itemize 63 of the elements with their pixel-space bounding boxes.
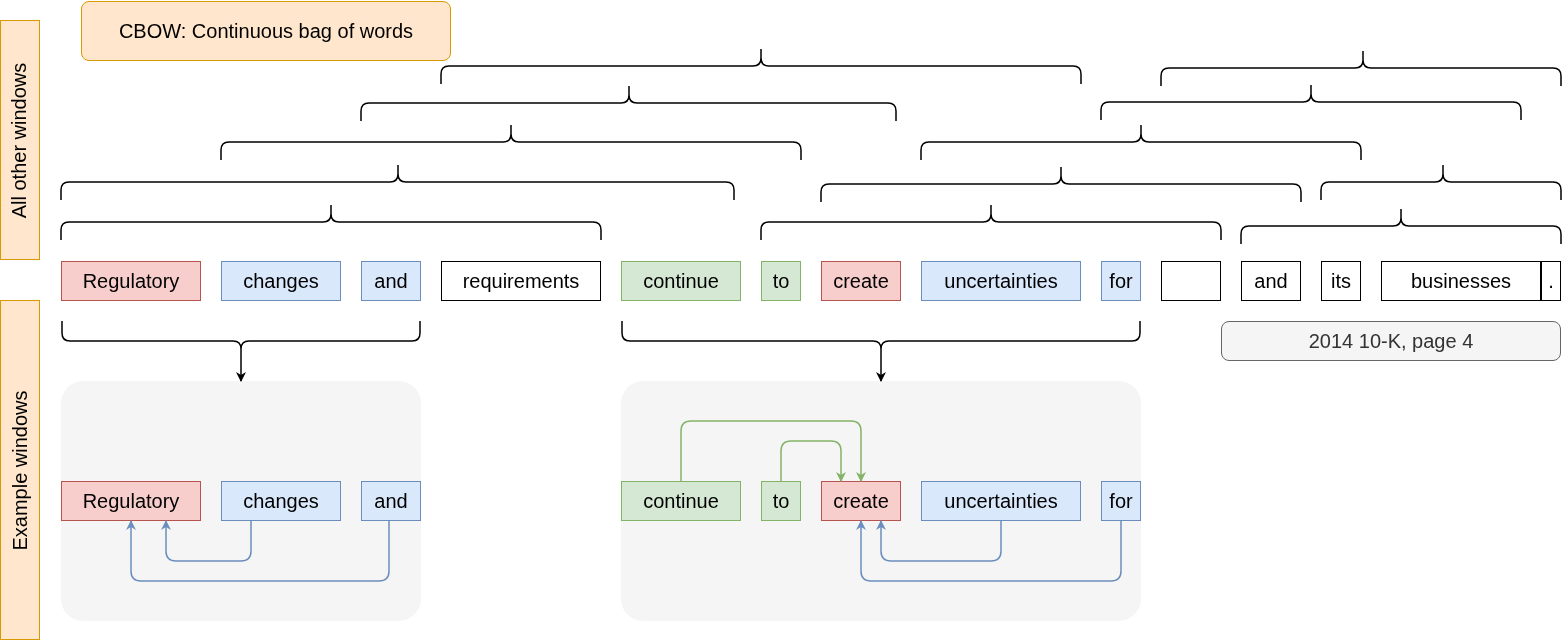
side-band	[0, 20, 40, 260]
word-box	[761, 261, 801, 301]
band-label: Example windows	[8, 389, 32, 551]
word: changes	[243, 269, 319, 293]
word: Regulatory	[82, 269, 180, 293]
arrow	[780, 440, 846, 482]
word: to	[772, 269, 790, 293]
curly-bracket	[61, 321, 421, 349]
word: Regulatory	[82, 489, 180, 513]
window-panel	[61, 381, 421, 621]
side-band	[0, 300, 40, 640]
arrow	[856, 520, 1122, 582]
word-box	[821, 261, 901, 301]
word-box	[1161, 261, 1221, 301]
word: for	[1109, 269, 1133, 293]
word: continue	[643, 269, 719, 293]
word-box	[441, 261, 601, 301]
word: uncertainties	[944, 269, 1058, 293]
arrow	[161, 520, 252, 562]
word-box	[621, 481, 741, 521]
curly-bracket	[621, 321, 1141, 349]
word-box	[1381, 261, 1541, 301]
word: continue	[643, 489, 719, 513]
word-box	[1541, 261, 1561, 301]
word: and	[374, 269, 408, 293]
title: CBOW: Continuous bag of words	[118, 19, 414, 43]
window-panel	[621, 381, 1141, 621]
word: changes	[243, 489, 319, 513]
word-box	[1101, 261, 1141, 301]
word-box	[921, 261, 1081, 301]
word-box	[1321, 261, 1361, 301]
word-box	[61, 481, 201, 521]
word-box	[921, 481, 1081, 521]
word-box	[761, 481, 801, 521]
word: .	[1548, 269, 1554, 293]
word: businesses	[1410, 269, 1512, 293]
word-box	[221, 261, 341, 301]
word-box	[361, 261, 421, 301]
word: requirements	[462, 269, 580, 293]
word: and	[1254, 269, 1288, 293]
word: uncertainties	[944, 489, 1058, 513]
arrow	[876, 520, 1002, 562]
word-box	[621, 261, 741, 301]
arrow	[126, 520, 390, 582]
arrow	[876, 348, 886, 382]
word: and	[374, 489, 408, 513]
word: create	[833, 269, 889, 293]
band-label: All other windows	[8, 62, 32, 218]
word-box	[361, 481, 421, 521]
word-box	[1101, 481, 1141, 521]
source-label: 2014 10-K, page 4	[1308, 329, 1474, 353]
title-box	[81, 1, 451, 61]
word: its	[1331, 269, 1351, 293]
word: for	[1109, 489, 1133, 513]
arrow	[680, 420, 866, 482]
word-box	[821, 481, 901, 521]
word-box	[61, 261, 201, 301]
word-box	[221, 481, 341, 521]
source-note	[1221, 321, 1561, 361]
arrow	[236, 348, 246, 382]
word: to	[772, 489, 790, 513]
word: create	[833, 489, 889, 513]
word-box	[1241, 261, 1301, 301]
